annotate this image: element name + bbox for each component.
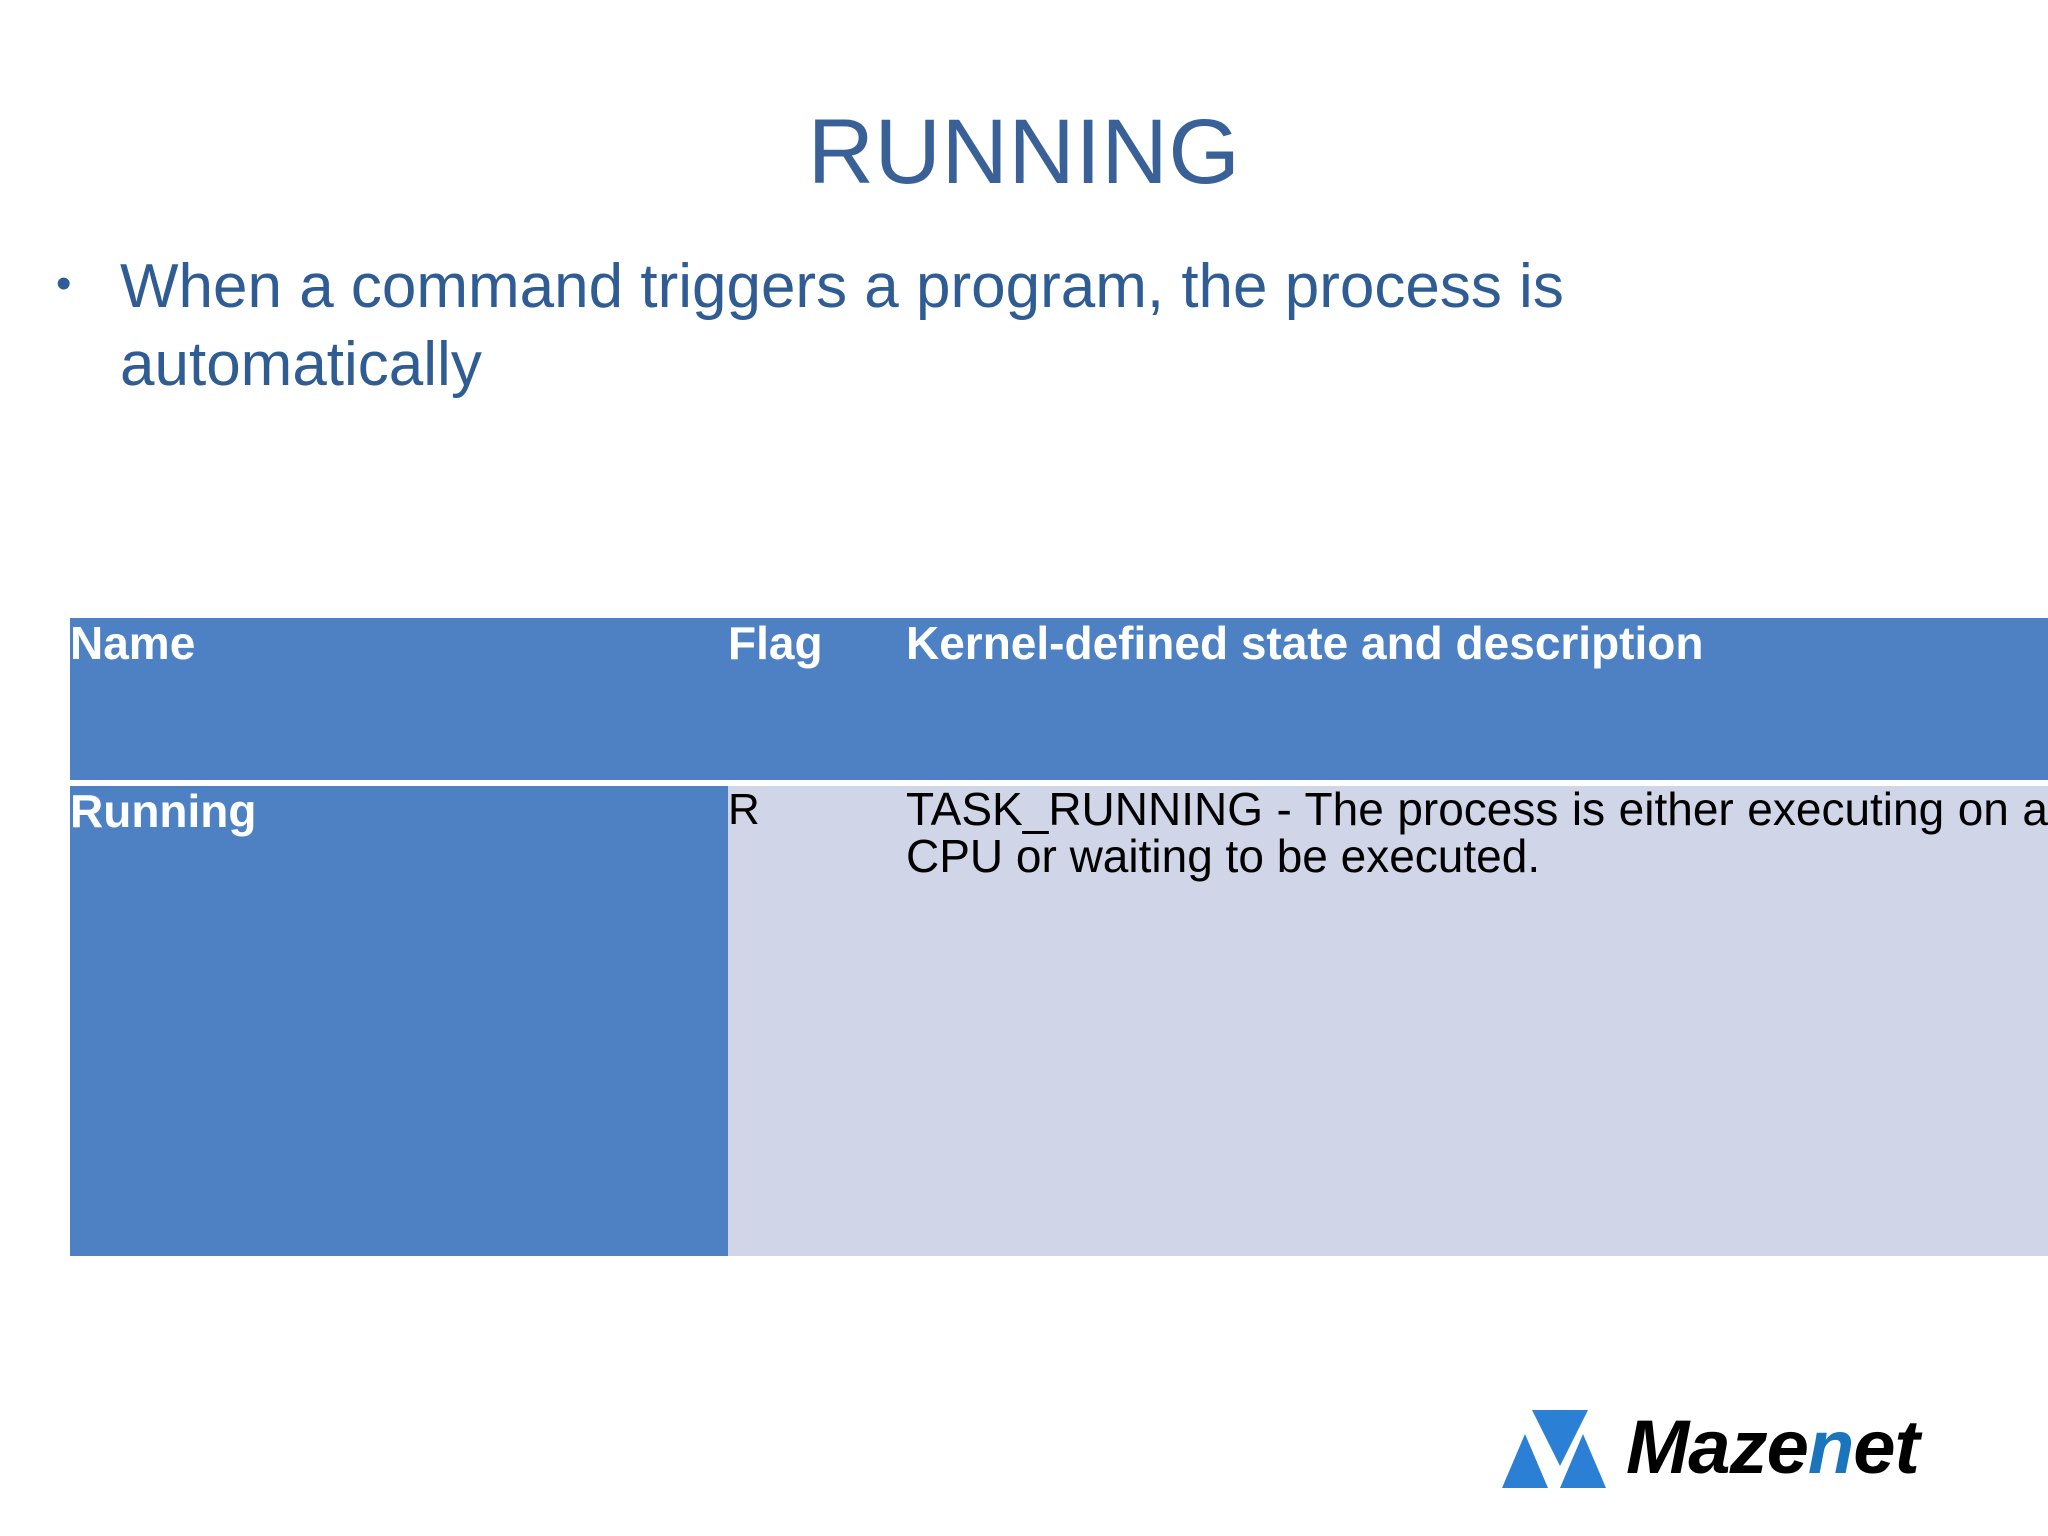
process-state-table: Name Flag Kernel-defined state and descr…: [70, 618, 2048, 1256]
mazenet-triangles-mark: [1502, 1410, 1606, 1488]
column-header-description: Kernel-defined state and description: [906, 618, 2048, 780]
column-header-flag: Flag: [728, 618, 906, 780]
divider-cell-description: [906, 780, 2048, 786]
bullet-point-icon: •: [56, 259, 72, 308]
bullet-list: • When a command triggers a program, the…: [56, 248, 2006, 403]
logo-word-part-2: n: [1807, 1405, 1854, 1490]
table-row: Running R TASK_RUNNING - The process is …: [70, 785, 2048, 1256]
page-title: RUNNING: [807, 101, 1241, 203]
mazenet-logo: Mazenet: [1498, 1404, 1920, 1492]
column-header-name: Name: [70, 618, 728, 780]
mazenet-wordmark: Mazenet: [1626, 1410, 1920, 1486]
table-row-divider: [70, 780, 2048, 786]
logo-word-part-3: et: [1853, 1405, 1920, 1490]
table-header-row: Name Flag Kernel-defined state and descr…: [70, 618, 2048, 780]
bullet-item-text: When a command triggers a program, the p…: [120, 252, 1564, 399]
cell-state-flag: R: [728, 785, 906, 1256]
cell-state-description: TASK_RUNNING - The process is either exe…: [906, 786, 2048, 1256]
divider-cell-flag: [728, 780, 906, 786]
cell-state-name: Running: [70, 786, 728, 1256]
list-item: • When a command triggers a program, the…: [56, 248, 2006, 403]
logo-word-part-1: Maze: [1626, 1405, 1809, 1490]
divider-cell-name: [70, 780, 728, 786]
